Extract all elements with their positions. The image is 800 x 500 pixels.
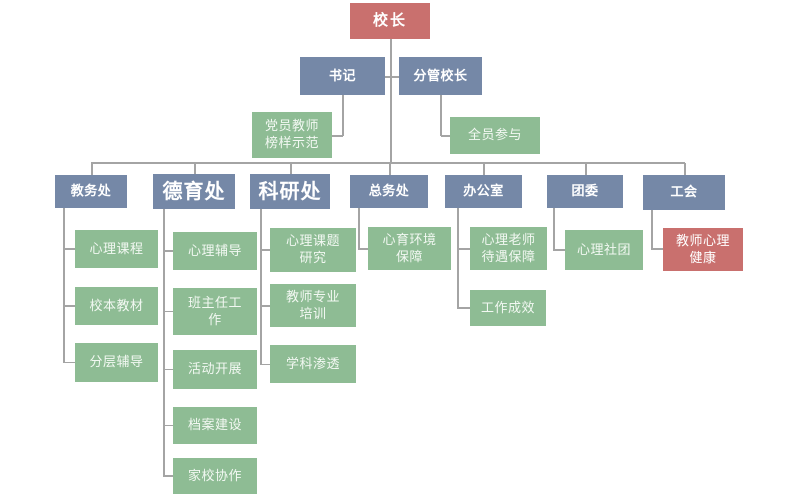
connector-col2-h xyxy=(163,250,173,252)
connector-col2-h xyxy=(163,310,173,312)
connector-col6-h xyxy=(553,249,565,251)
connector-col6-v xyxy=(553,208,555,250)
task-home-school-cooperation: 家校协作 xyxy=(173,458,257,494)
task-environment-support: 心育环境保障 xyxy=(368,227,451,270)
connector-col5-h xyxy=(457,248,470,250)
task-archive-building: 档案建设 xyxy=(173,407,257,444)
task-activity-development: 活动开展 xyxy=(173,350,257,389)
task-psych-counseling: 心理辅导 xyxy=(173,232,257,270)
connector-vice-h xyxy=(441,135,450,137)
task-work-effectiveness: 工作成效 xyxy=(470,290,546,326)
connector-secretary-h xyxy=(332,135,343,137)
connector-vice-v xyxy=(440,95,442,136)
connector-secretary-v xyxy=(342,95,344,136)
connector-col3-h xyxy=(260,249,270,251)
node-vice-principal: 分管校长 xyxy=(399,57,482,95)
connector-col1-v xyxy=(63,208,65,363)
connector-col5-h xyxy=(457,307,470,309)
connector-col3-h xyxy=(260,363,270,365)
connector-col2-v xyxy=(163,209,165,476)
connector-col3-h xyxy=(260,305,270,307)
dept-general-affairs: 总务处 xyxy=(350,175,428,208)
connector-dept-row-h xyxy=(91,162,685,164)
node-principal: 校长 xyxy=(350,3,430,39)
task-psychology-course: 心理课程 xyxy=(75,230,158,268)
task-head-teacher-work: 班主任工作 xyxy=(173,288,257,335)
connector-col2-h xyxy=(163,424,173,426)
task-teacher-welfare: 心理老师待遇保障 xyxy=(470,227,547,270)
dept-labor-union: 工会 xyxy=(643,175,725,210)
connector-col1-h xyxy=(63,305,75,307)
node-secretary: 书记 xyxy=(300,57,385,95)
task-subject-infusion: 学科渗透 xyxy=(270,345,356,383)
connector-col4-h xyxy=(358,248,368,250)
connector-col4-v xyxy=(358,208,360,249)
dept-office: 办公室 xyxy=(445,175,522,208)
connector-stub xyxy=(684,163,686,175)
connector-level2-h xyxy=(385,76,400,78)
node-all-participation: 全员参与 xyxy=(450,117,540,154)
connector-col5-v xyxy=(457,208,459,308)
connector-col1-h xyxy=(63,361,75,363)
task-research-project: 心理课题研究 xyxy=(270,228,356,272)
connector-col1-h xyxy=(63,248,75,250)
connector-col3-v xyxy=(260,208,262,364)
connector-stub xyxy=(389,163,391,175)
node-party-model: 党员教师榜样示范 xyxy=(252,112,332,158)
task-psychology-club: 心理社团 xyxy=(565,230,643,270)
connector-stub xyxy=(483,163,485,175)
dept-youth-league: 团委 xyxy=(547,175,623,208)
connector-col2-h xyxy=(163,475,173,477)
task-teacher-mental-health: 教师心理健康 xyxy=(663,228,743,271)
connector-stub xyxy=(585,163,587,175)
connector-stub xyxy=(194,163,196,175)
connector-trunk xyxy=(390,39,392,163)
connector-col7-v xyxy=(651,210,653,249)
connector-stub xyxy=(91,163,93,175)
connector-col2-h xyxy=(163,368,173,370)
task-tiered-tutoring: 分层辅导 xyxy=(75,343,158,382)
connector-col7-h xyxy=(651,248,663,250)
task-school-textbook: 校本教材 xyxy=(75,287,158,325)
connector-stub xyxy=(290,163,292,175)
dept-moral-education: 德育处 xyxy=(153,174,235,209)
dept-academic-affairs: 教务处 xyxy=(55,175,127,208)
dept-research: 科研处 xyxy=(250,174,330,209)
task-teacher-training: 教师专业培训 xyxy=(270,284,356,327)
